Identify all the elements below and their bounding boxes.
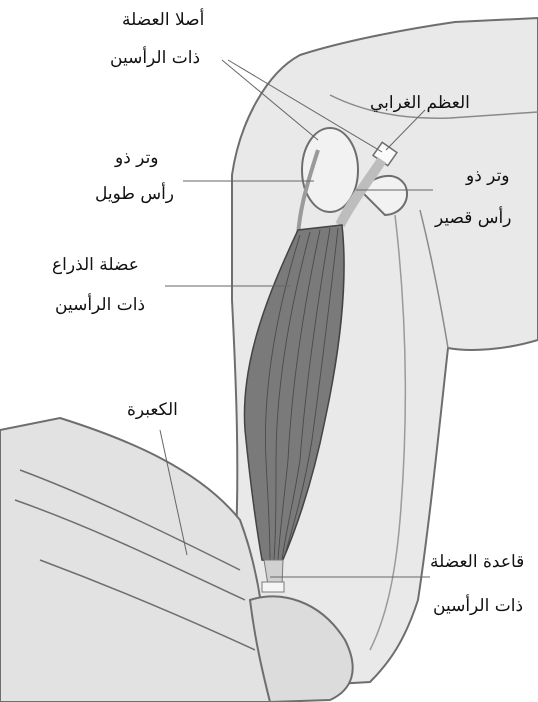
label-long-head-line2: رأس طويل [95, 186, 174, 203]
label-biceps-line1: عضلة الذراع [52, 257, 139, 274]
label-short-head-line1: وتر ذو [466, 168, 510, 185]
label-short-head-line2: رأس قصير [435, 210, 511, 227]
label-origins-line2: ذات الرأسين [110, 50, 200, 67]
label-insertion-line1: قاعدة العضلة [430, 554, 524, 571]
label-radius: الكعبرة [127, 402, 178, 419]
label-insertion-line2: ذات الرأسين [433, 598, 523, 615]
radial-tuberosity [262, 582, 284, 592]
label-long-head-line1: وتر ذو [115, 150, 159, 167]
label-origins-line1: أصلا العضلة [122, 12, 204, 29]
label-biceps-line2: ذات الرأسين [55, 297, 145, 314]
label-scapula: العظم الغرابي [370, 95, 470, 112]
